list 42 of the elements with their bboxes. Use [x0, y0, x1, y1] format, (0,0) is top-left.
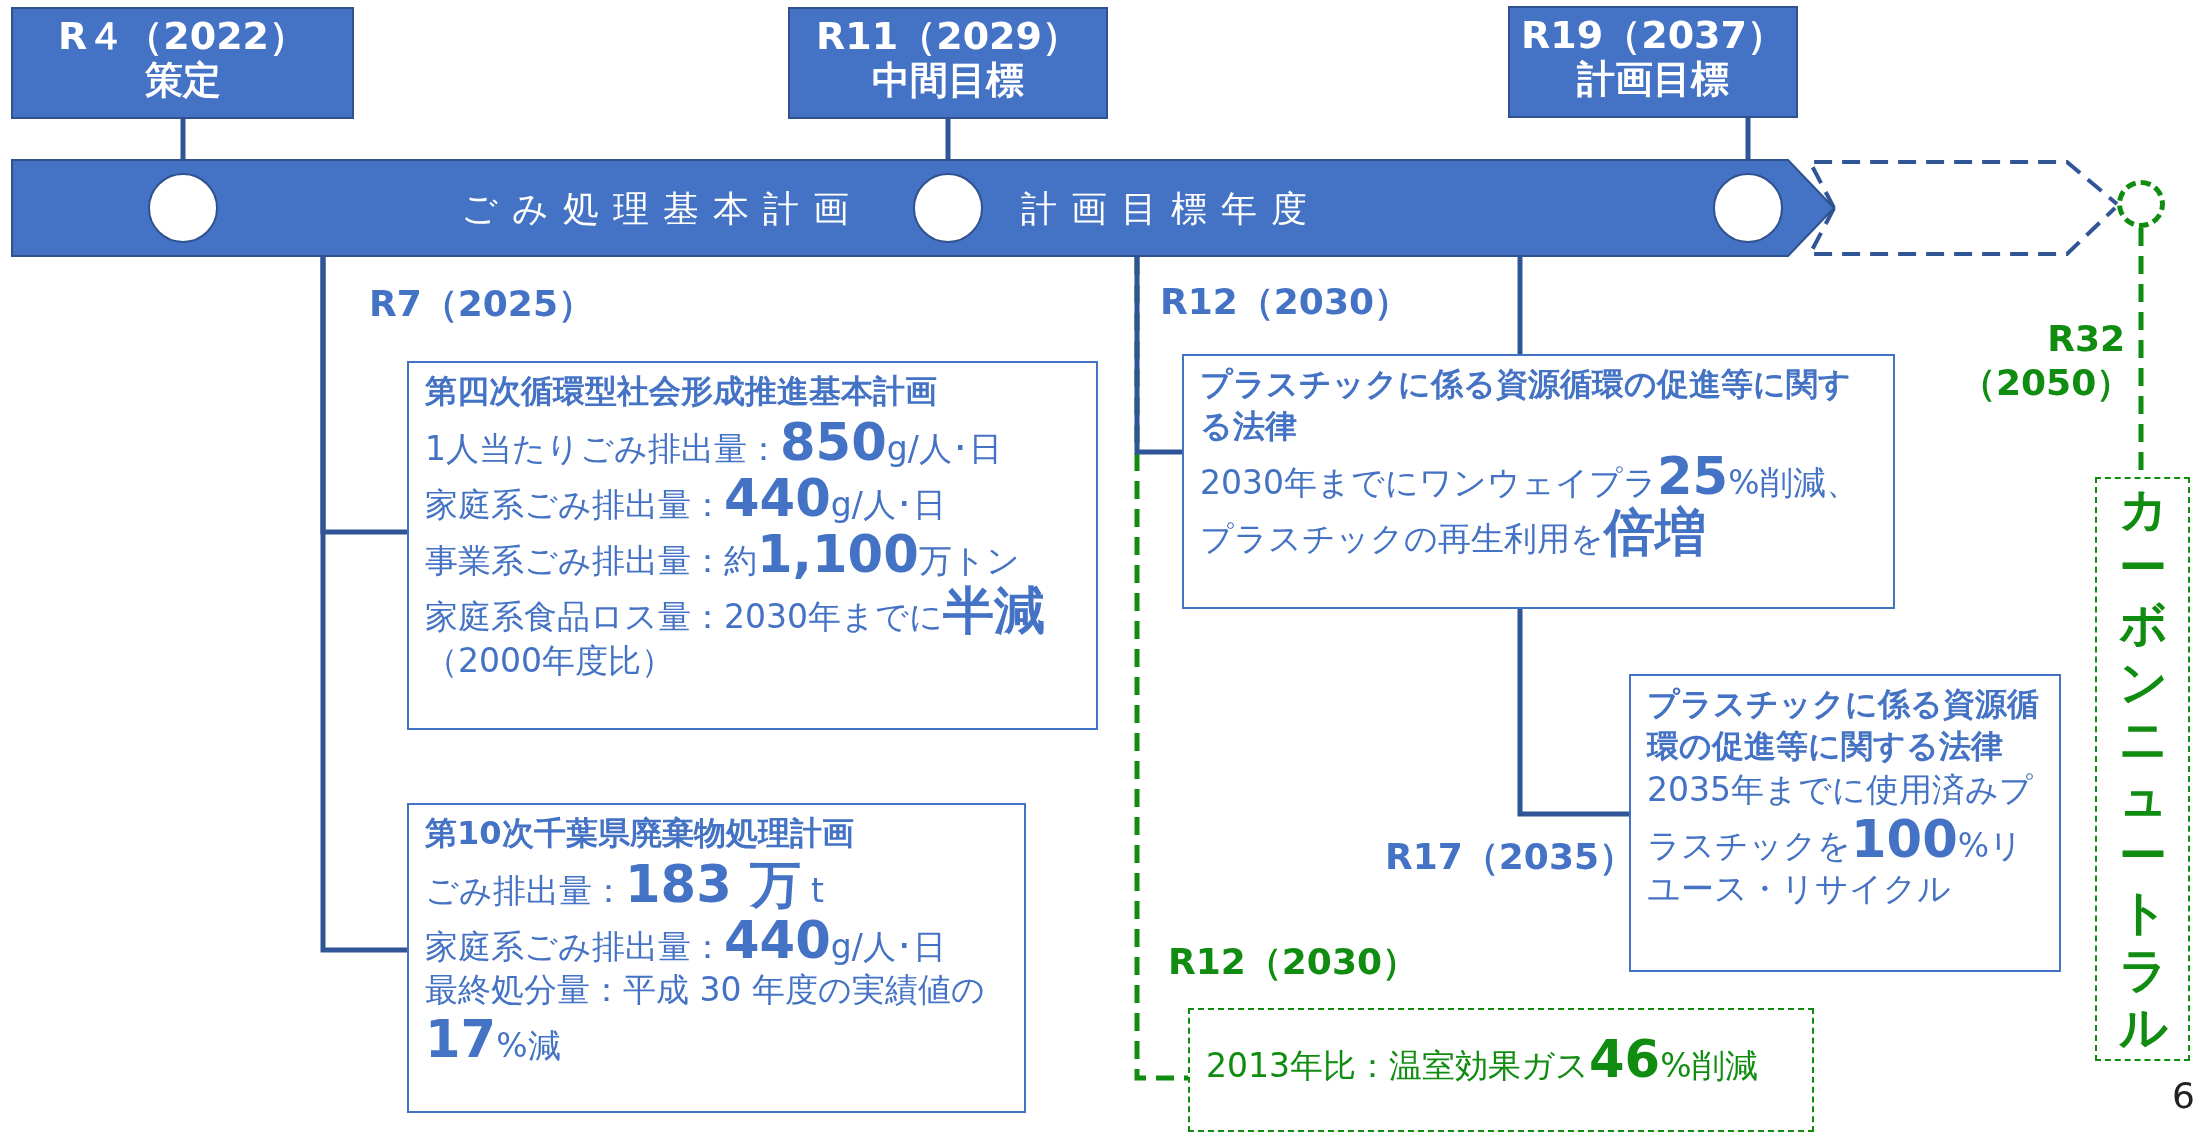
connector-line [1134, 257, 1182, 455]
goal-box [2095, 477, 2190, 1061]
box-heading: 第四次循環型社会形成推進基本計画 [425, 371, 938, 412]
goal-box [1188, 1008, 1814, 1132]
bar-text: 計画目標年度 [1021, 187, 1321, 231]
year-label: R32（2050） [1960, 318, 2125, 405]
plan-box [407, 803, 1026, 1113]
box-heading: プラスチックに係る資源循環の促進等に関する法律 [1200, 364, 1852, 447]
timeline-bar [11, 159, 1836, 257]
milestone-year: R19（2037） [1520, 14, 1786, 58]
connector-line [1517, 609, 1629, 817]
box-text: 家庭系ごみ排出量：440g/人･日 [425, 912, 947, 970]
milestone-text: 策定 [143, 58, 222, 103]
box-text: 最終処分量：平成 30 年度の実績値の 17%減 [425, 969, 986, 1069]
box-text: 1人当たりごみ排出量：850g/人･日 [425, 414, 1003, 471]
box-text: 2013年比：温室効果ガス46%削減 [1206, 1032, 1759, 1089]
milestone-box [788, 7, 1108, 119]
milestone-box [1508, 6, 1798, 118]
goal-text: カーボンニュートラル [2118, 481, 2167, 1057]
box-heading: 第10次千葉県廃棄物処理計画 [425, 813, 855, 854]
plan-box [407, 361, 1098, 730]
year-label: R17（2035） [1385, 835, 1635, 879]
milestone-year: R11（2029） [815, 15, 1081, 59]
plan-box [1629, 674, 2061, 972]
year-label: R7（2025） [369, 282, 594, 326]
dashed-circle [2117, 180, 2165, 228]
box-text: 事業系ごみ排出量：約1,100万トン [425, 527, 1021, 584]
connector-line [1517, 257, 1523, 354]
box-text: ごみ排出量：183 万 t [425, 856, 825, 913]
box-text: 家庭系食品ロス量：2030年までに半減（2000年度比） [425, 583, 1046, 682]
plan-box [1182, 354, 1895, 609]
milestone-text: 計画目標 [1576, 57, 1730, 102]
milestone-text: 中間目標 [871, 58, 1025, 103]
bar-text: ごみ処理基本計画 [461, 187, 863, 231]
box-heading: プラスチックに係る資源循環の促進等に関する法律 [1647, 684, 2040, 767]
year-label: R12（2030） [1168, 940, 1418, 984]
box-text: 家庭系ごみ排出量：440g/人･日 [425, 470, 947, 528]
milestone-year: R４（2022） [57, 15, 308, 59]
year-label: R12（2030） [1160, 280, 1410, 324]
page-number: 6 [2172, 1075, 2195, 1116]
milestone-box [11, 7, 354, 119]
connector-line [320, 257, 407, 953]
